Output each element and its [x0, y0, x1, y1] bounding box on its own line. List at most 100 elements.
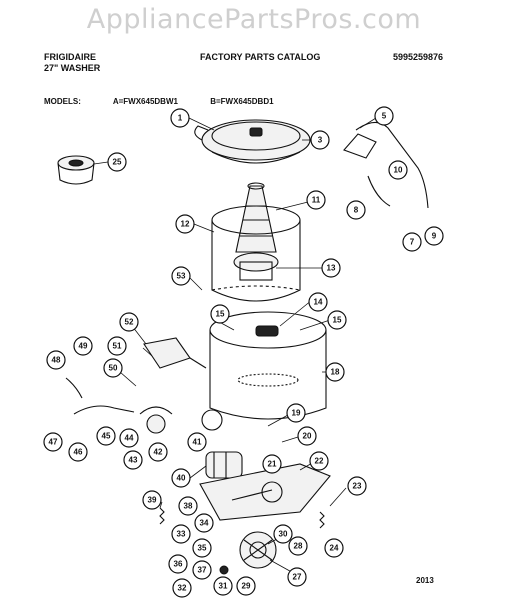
svg-text:40: 40 — [177, 474, 186, 483]
callout-42: 42 — [148, 442, 168, 462]
callout-40: 40 — [171, 468, 191, 488]
svg-text:24: 24 — [330, 544, 339, 553]
callout-24: 24 — [324, 538, 344, 558]
svg-text:47: 47 — [49, 438, 58, 447]
svg-text:31: 31 — [219, 582, 228, 591]
callout-27: 27 — [287, 567, 307, 587]
part-outer-tub — [209, 311, 327, 420]
svg-text:42: 42 — [154, 448, 163, 457]
svg-text:51: 51 — [113, 342, 122, 351]
callout-52: 52 — [119, 312, 139, 332]
svg-text:36: 36 — [174, 560, 183, 569]
callout-51: 51 — [107, 336, 127, 356]
svg-text:50: 50 — [109, 364, 118, 373]
callout-18: 18 — [325, 362, 345, 382]
svg-text:13: 13 — [327, 264, 336, 273]
svg-text:30: 30 — [279, 530, 288, 539]
callout-12: 12 — [175, 214, 195, 234]
callout-1: 1 — [170, 108, 190, 128]
callout-45: 45 — [96, 426, 116, 446]
callout-14: 14 — [308, 292, 328, 312]
callout-3: 3 — [310, 130, 330, 150]
svg-text:5: 5 — [382, 112, 387, 121]
callout-44: 44 — [119, 428, 139, 448]
svg-text:39: 39 — [148, 496, 157, 505]
svg-text:12: 12 — [181, 220, 190, 229]
callout-7: 7 — [402, 232, 422, 252]
svg-text:45: 45 — [102, 432, 111, 441]
callout-15-right: 15 — [327, 310, 347, 330]
callout-37: 37 — [192, 560, 212, 580]
svg-text:33: 33 — [177, 530, 186, 539]
product-name: 27" WASHER — [44, 63, 101, 73]
callout-36: 36 — [168, 554, 188, 574]
svg-text:38: 38 — [184, 502, 193, 511]
part-hose-small — [343, 121, 429, 209]
callout-5: 5 — [374, 106, 394, 126]
callout-48: 48 — [46, 350, 66, 370]
svg-text:29: 29 — [242, 582, 251, 591]
callout-30: 30 — [273, 524, 293, 544]
callout-23: 23 — [347, 476, 367, 496]
leader-lines — [93, 117, 377, 576]
part-pulley — [219, 531, 277, 575]
watermark: AppliancePartsPros.com — [86, 4, 422, 35]
callout-28: 28 — [288, 536, 308, 556]
callout-29: 29 — [236, 576, 256, 596]
page-number: 2013 — [416, 576, 434, 585]
svg-text:15: 15 — [333, 316, 342, 325]
svg-text:22: 22 — [315, 457, 324, 466]
svg-text:46: 46 — [74, 448, 83, 457]
callout-38: 38 — [178, 496, 198, 516]
callout-9: 9 — [424, 226, 444, 246]
model-b: B=FWX645DBD1 — [210, 97, 274, 106]
callout-35: 35 — [192, 538, 212, 558]
header-product: FRIGIDAIRE 27" WASHER — [44, 52, 100, 74]
callout-46: 46 — [68, 442, 88, 462]
callout-31: 31 — [213, 576, 233, 596]
callout-11: 11 — [306, 190, 326, 210]
callout-19: 19 — [286, 403, 306, 423]
callout-50: 50 — [103, 358, 123, 378]
svg-text:20: 20 — [303, 432, 312, 441]
callout-39: 39 — [142, 490, 162, 510]
svg-text:37: 37 — [198, 566, 207, 575]
svg-text:27: 27 — [293, 573, 302, 582]
svg-text:18: 18 — [331, 368, 340, 377]
part-bracket — [143, 337, 207, 369]
callout-34: 34 — [194, 513, 214, 533]
svg-text:48: 48 — [52, 356, 61, 365]
callout-20: 20 — [297, 426, 317, 446]
catalog-number: 5995259876 — [393, 52, 444, 62]
callout-21: 21 — [262, 454, 282, 474]
svg-text:52: 52 — [125, 318, 134, 327]
callout-13: 13 — [321, 258, 341, 278]
callouts: 1 3 5 10 25 8 7 9 11 12 13 53 14 15 15 5… — [43, 106, 444, 598]
callout-41: 41 — [187, 432, 207, 452]
svg-text:44: 44 — [125, 434, 134, 443]
part-lid — [194, 119, 311, 164]
svg-text:21: 21 — [268, 460, 277, 469]
part-drain-hose — [65, 377, 135, 415]
model-a: A=FWX645DBW1 — [112, 97, 178, 106]
models-label: MODELS: — [44, 97, 81, 106]
callout-8: 8 — [346, 200, 366, 220]
callout-33: 33 — [171, 524, 191, 544]
callout-32: 32 — [172, 578, 192, 598]
brand-name: FRIGIDAIRE — [44, 52, 97, 62]
svg-text:7: 7 — [410, 238, 415, 247]
svg-text:8: 8 — [354, 206, 359, 215]
svg-text:34: 34 — [200, 519, 209, 528]
svg-text:15: 15 — [216, 310, 225, 319]
part-filter-cup — [57, 155, 95, 185]
svg-text:41: 41 — [193, 438, 202, 447]
svg-text:9: 9 — [432, 232, 437, 241]
catalog-title: FACTORY PARTS CATALOG — [200, 52, 321, 62]
callout-43: 43 — [123, 450, 143, 470]
svg-text:32: 32 — [178, 584, 187, 593]
svg-text:3: 3 — [318, 136, 323, 145]
callout-53: 53 — [171, 266, 191, 286]
part-motor-mount — [199, 463, 331, 521]
callout-47: 47 — [43, 432, 63, 452]
svg-text:11: 11 — [312, 196, 321, 205]
